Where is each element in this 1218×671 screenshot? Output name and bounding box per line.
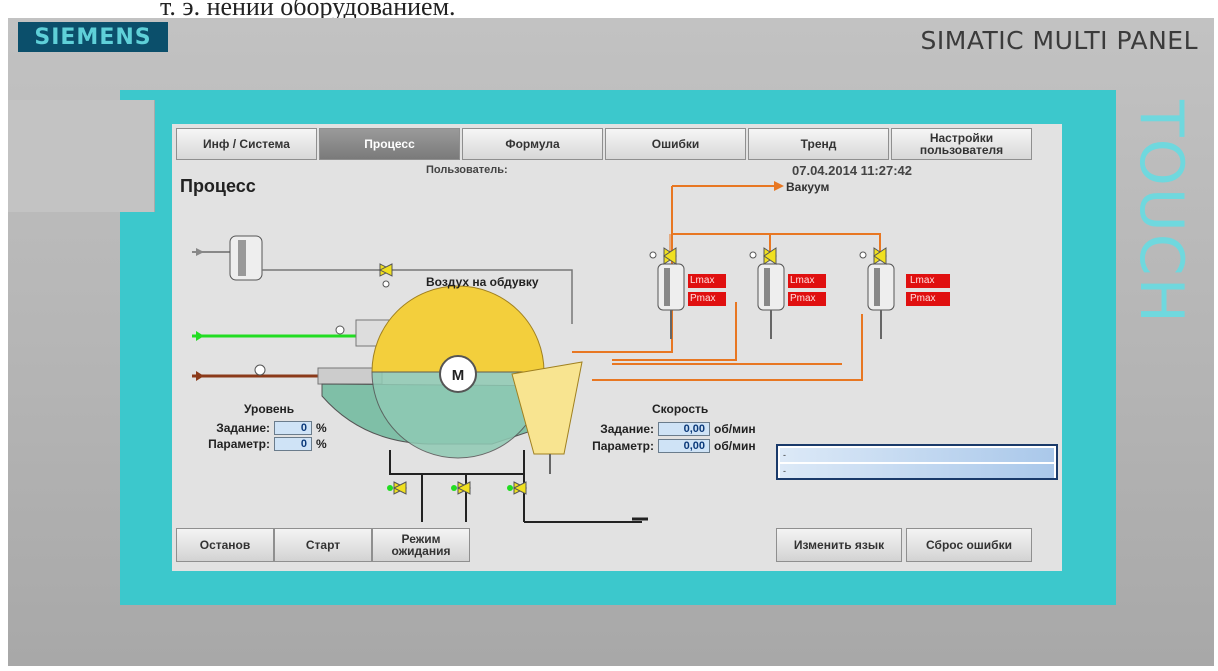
speed-title: Скорость (652, 402, 709, 416)
speed-setpoint-row: Задание: 0,00 об/мин (558, 422, 756, 436)
filter-1-lmax-alarm: Lmax (690, 275, 715, 286)
main-tabs: Инф / Система Процесс Формула Ошибки Тре… (176, 128, 1034, 164)
speed-setpoint-unit: об/мин (714, 422, 756, 436)
brown-feed-line (192, 364, 320, 381)
stop-button[interactable]: Останов (176, 528, 274, 562)
speed-actual-value: 0,00 (658, 439, 710, 453)
level-setpoint-unit: % (316, 421, 327, 435)
standby-button[interactable]: Режим ожидания (372, 528, 470, 562)
tab-formula[interactable]: Формула (462, 128, 603, 160)
hmi-screen: Инф / Система Процесс Формула Ошибки Тре… (172, 124, 1062, 571)
message-line-2[interactable]: - (780, 464, 1054, 478)
level-actual-row: Параметр: 0 % (178, 437, 327, 451)
change-language-button[interactable]: Изменить язык (776, 528, 902, 562)
user-label: Пользователь: (426, 164, 508, 176)
outlet-valves (387, 450, 648, 523)
page-title: Процесс (180, 176, 256, 196)
tab-user-settings[interactable]: Настройки пользователя (891, 128, 1032, 160)
drum-filter: M (317, 285, 583, 474)
air-blow-label: Воздух на обдувку (426, 275, 539, 289)
level-setpoint-row: Задание: 0 % (178, 421, 327, 435)
filter-vessel-1 (649, 247, 726, 339)
speed-actual-row: Параметр: 0,00 об/мин (558, 439, 756, 453)
filter-3-lmax-alarm: Lmax (910, 275, 935, 286)
filter-2-lmax-alarm: Lmax (790, 275, 815, 286)
tab-trend[interactable]: Тренд (748, 128, 889, 160)
level-actual-label: Параметр: (208, 437, 270, 451)
reset-errors-button[interactable]: Сброс ошибки (906, 528, 1032, 562)
start-button[interactable]: Старт (274, 528, 372, 562)
filter-2-pmax-alarm: Pmax (790, 293, 816, 304)
tab-process[interactable]: Процесс (319, 128, 460, 160)
level-setpoint-input[interactable]: 0 (274, 421, 312, 435)
message-line-1[interactable]: - (780, 448, 1054, 462)
document-caption: т. э. нении оборудованием. (160, 0, 456, 21)
tab-info-system[interactable]: Инф / Система (176, 128, 317, 160)
vacuum-label: Вакуум (786, 180, 830, 194)
filter-vessel-3 (859, 247, 950, 339)
datetime-display: 07.04.2014 11:27:42 (792, 163, 912, 178)
message-window[interactable]: - - (776, 444, 1058, 480)
air-tank (192, 235, 573, 324)
speed-actual-unit: об/мин (714, 439, 756, 453)
filter-1-pmax-alarm: Pmax (690, 293, 716, 304)
level-actual-value: 0 (274, 437, 312, 451)
level-setpoint-label: Задание: (216, 421, 270, 435)
speed-setpoint-label: Задание: (600, 422, 654, 436)
tab-errors[interactable]: Ошибки (605, 128, 746, 160)
vacuum-pipes (572, 181, 881, 381)
speed-actual-label: Параметр: (592, 439, 654, 453)
filter-3-pmax-alarm: Pmax (910, 293, 936, 304)
touch-label: TOUCH (1126, 100, 1196, 325)
bottom-toolbar: Останов Старт Режим ожидания (176, 528, 470, 564)
level-title: Уровень (244, 402, 295, 416)
siemens-logo: SIEMENS (18, 22, 168, 52)
speed-setpoint-input[interactable]: 0,00 (658, 422, 710, 436)
green-feed-line (192, 325, 368, 341)
overlay-patch (8, 100, 155, 212)
filter-vessel-2 (749, 247, 826, 339)
motor-label: M (452, 367, 465, 384)
process-mimic: M (192, 181, 950, 523)
panel-model-title: SIMATIC MULTI PANEL (920, 26, 1198, 55)
level-actual-unit: % (316, 437, 327, 451)
